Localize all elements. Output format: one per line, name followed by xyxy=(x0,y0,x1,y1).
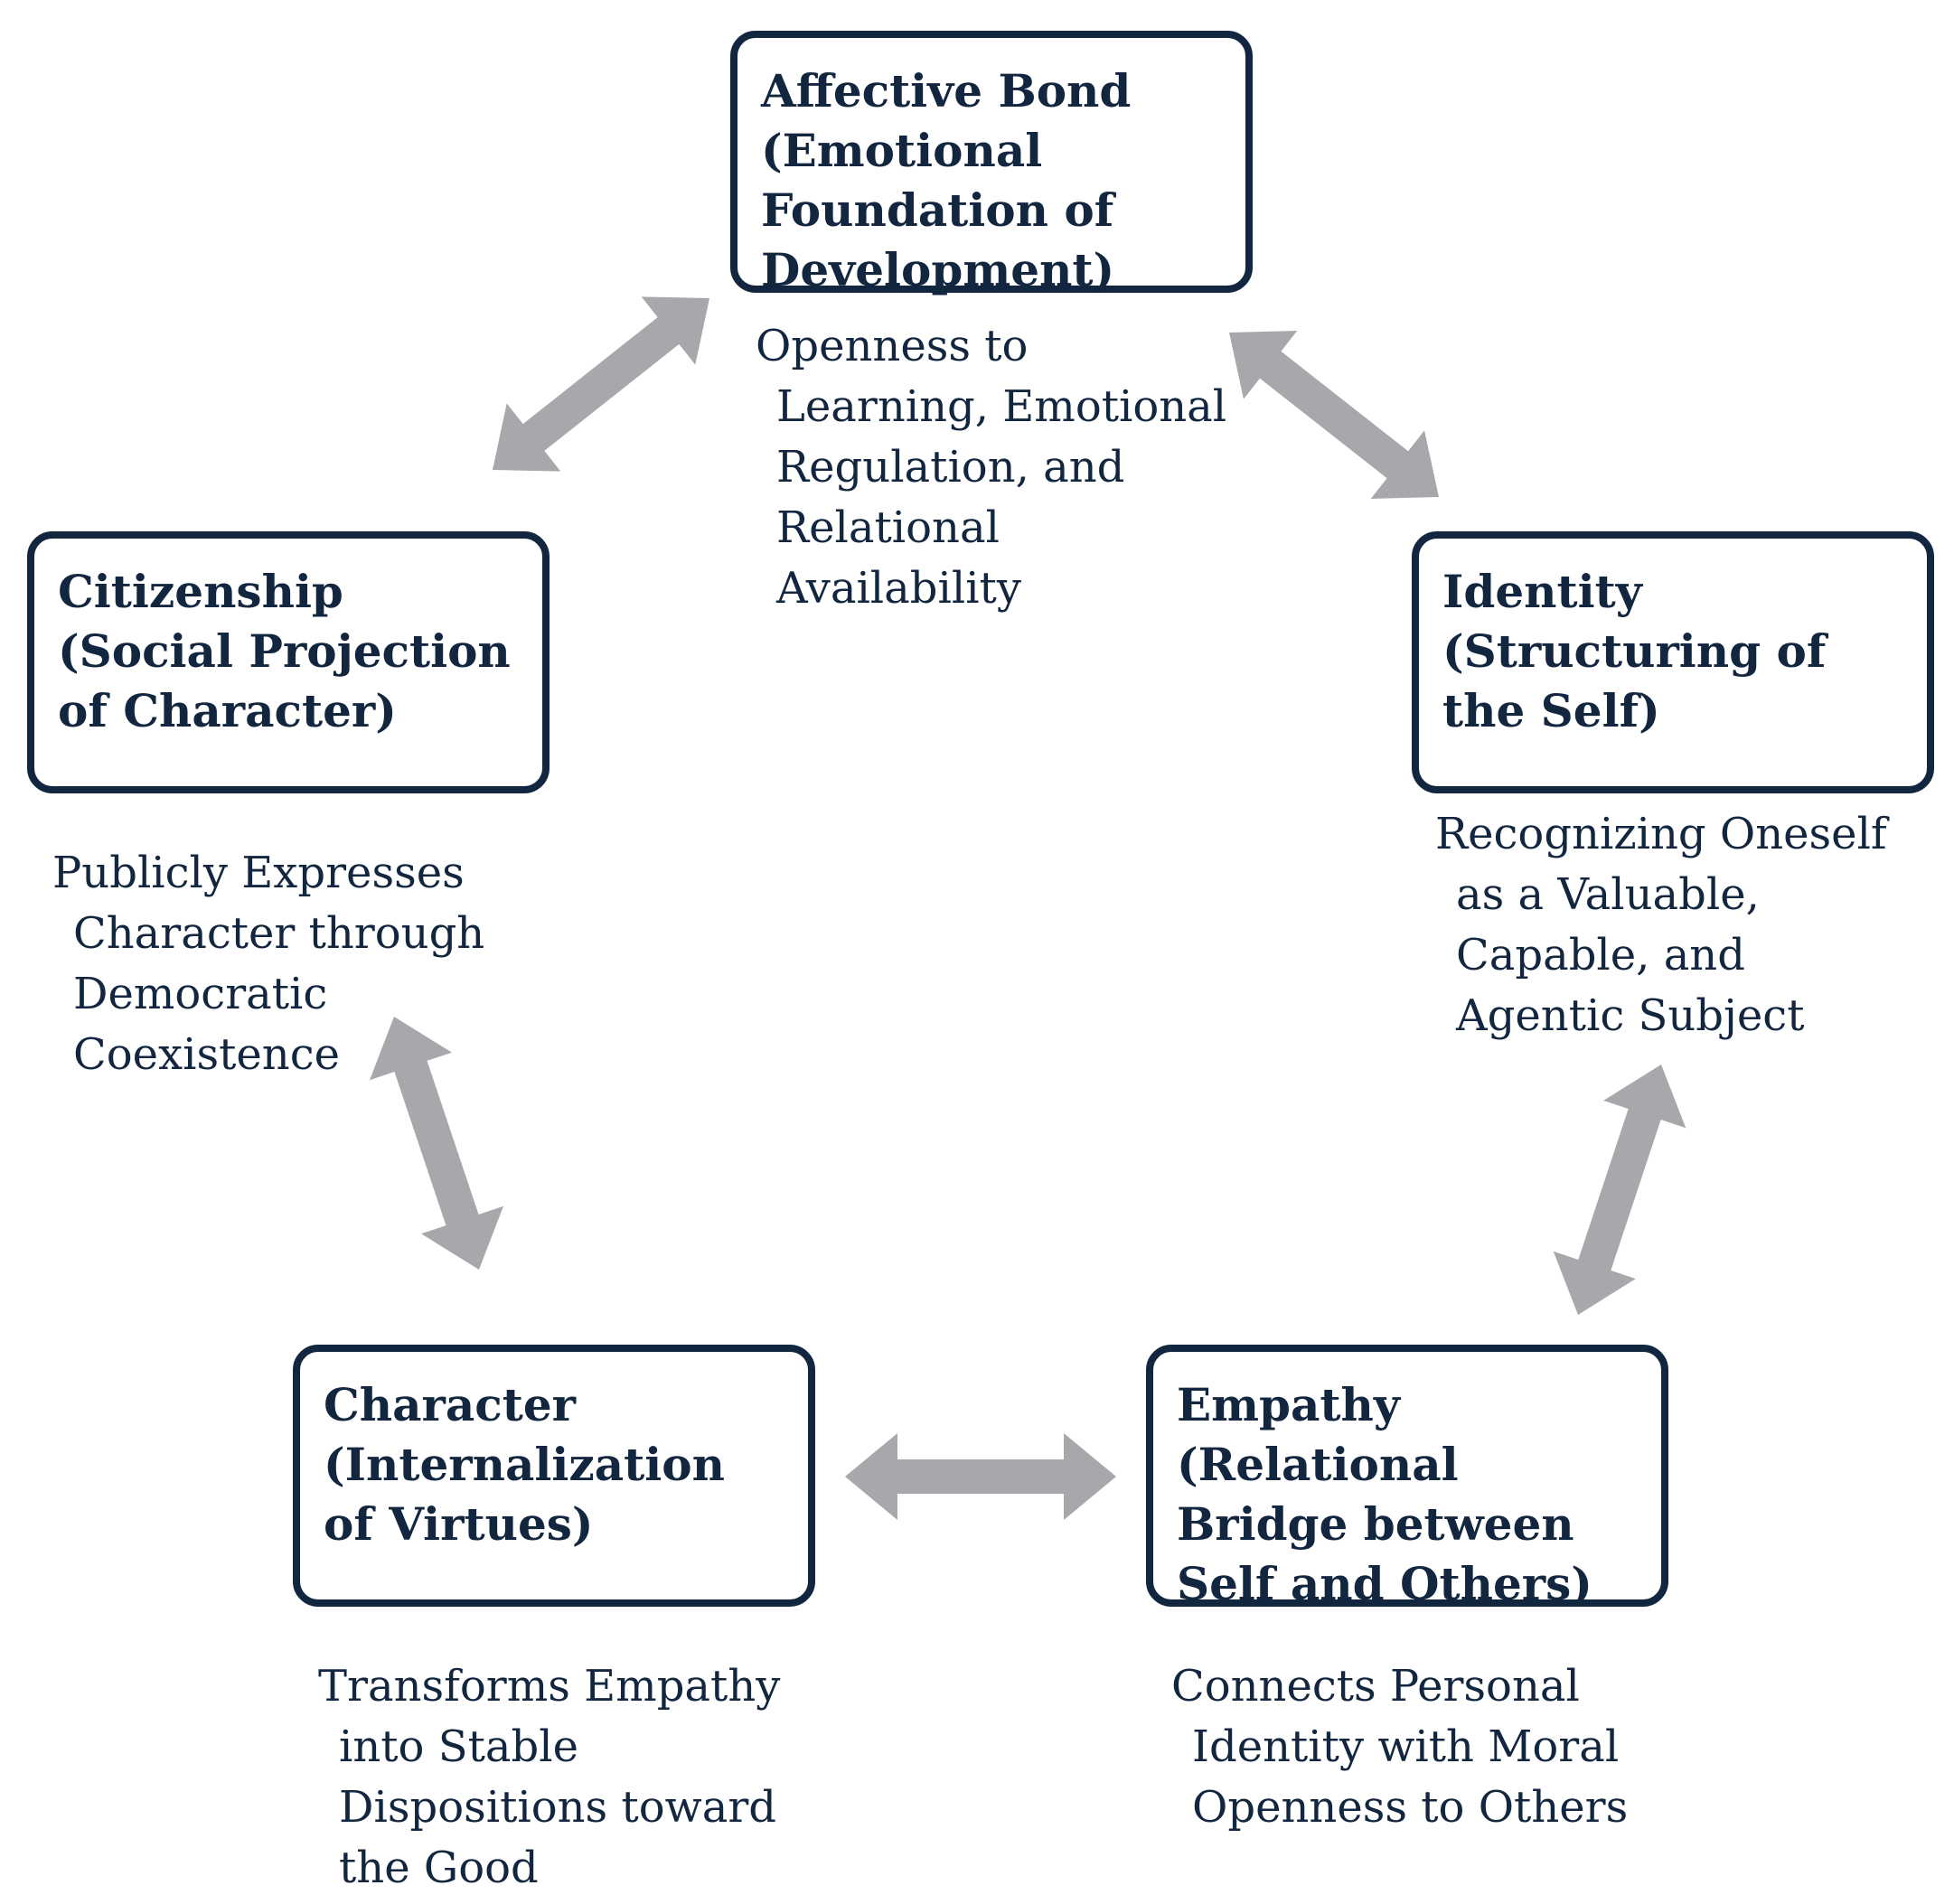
desc-affective-bond: Openness to Learning, Emotional Regulati… xyxy=(756,316,1226,619)
desc-line: into Stable xyxy=(339,1721,578,1772)
citizenship-affective-arrow xyxy=(493,296,709,472)
desc-citizenship: Publicly Expresses Character through Dem… xyxy=(52,843,484,1085)
node-affective-bond-title: Affective Bond (Emotional Foundation of … xyxy=(761,64,1132,296)
desc-line: Relational xyxy=(776,502,1000,553)
desc-character: Transforms Empathy into Stable Dispositi… xyxy=(318,1656,780,1899)
desc-line: Coexistence xyxy=(73,1029,340,1080)
node-character: Character (Internalization of Virtues) xyxy=(293,1345,815,1607)
node-affective-bond: Affective Bond (Emotional Foundation of … xyxy=(730,31,1253,296)
node-character-title: Character (Internalization of Virtues) xyxy=(324,1378,725,1551)
desc-line: the Good xyxy=(339,1843,539,1893)
node-citizenship-title: Citizenship (Social Projection of Charac… xyxy=(58,565,511,737)
character-citizenship-arrow xyxy=(370,1017,503,1270)
desc-identity: Recognizing Oneself as a Valuable, Capab… xyxy=(1435,804,1887,1046)
desc-line: Character through xyxy=(73,908,485,959)
desc-line: Capable, and xyxy=(1456,930,1745,980)
desc-line: Regulation, and xyxy=(776,442,1125,492)
desc-line: Openness to Others xyxy=(1192,1782,1629,1833)
identity-empathy-arrow xyxy=(1553,1065,1686,1315)
desc-line: Learning, Emotional xyxy=(776,381,1227,432)
desc-line: Publicly Expresses xyxy=(52,848,465,898)
desc-line: Transforms Empathy xyxy=(318,1661,781,1712)
affective-identity-arrow xyxy=(1229,331,1439,499)
desc-line: Dispositions toward xyxy=(339,1782,776,1833)
node-empathy-title: Empathy (Relational Bridge between Self … xyxy=(1177,1378,1592,1610)
desc-line: Democratic xyxy=(73,969,328,1019)
desc-empathy: Connects Personal Identity with Moral Op… xyxy=(1171,1656,1628,1838)
desc-line: Availability xyxy=(776,563,1021,614)
desc-line: Identity with Moral xyxy=(1192,1721,1620,1772)
desc-line: as a Valuable, xyxy=(1456,869,1760,920)
desc-line: Agentic Subject xyxy=(1456,990,1805,1041)
desc-line: Openness to xyxy=(756,321,1029,371)
empathy-character-arrow xyxy=(845,1433,1116,1520)
node-identity: Identity (Structuring of the Self) xyxy=(1412,531,1934,793)
node-identity-title: Identity (Structuring of the Self) xyxy=(1442,565,1827,737)
node-empathy: Empathy (Relational Bridge between Self … xyxy=(1146,1345,1668,1610)
node-citizenship: Citizenship (Social Projection of Charac… xyxy=(27,531,550,793)
desc-line: Recognizing Oneself xyxy=(1435,809,1887,859)
desc-line: Connects Personal xyxy=(1171,1661,1580,1712)
